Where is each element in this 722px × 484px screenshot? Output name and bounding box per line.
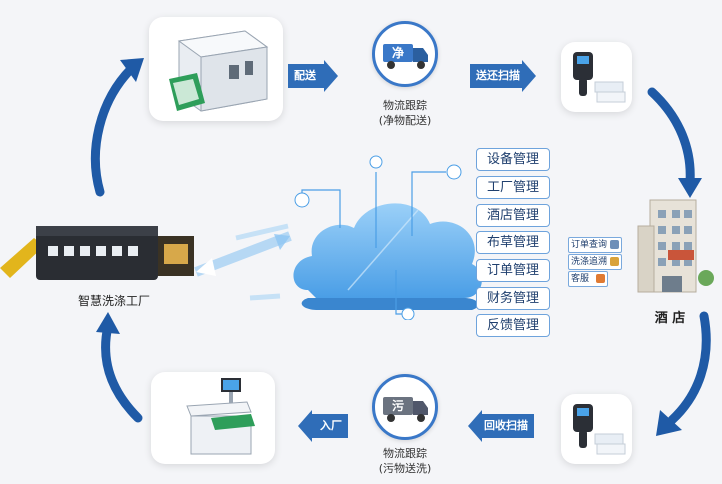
service-icon (596, 274, 605, 283)
dirty-truck-badge: 污 (372, 374, 438, 440)
mgmt-item-linen: 布草管理 (476, 231, 550, 254)
hotel-building-icon (637, 199, 714, 293)
dirty-caption-line2: (污物送洗) (378, 462, 432, 475)
mgmt-item-feedback: 反馈管理 (476, 314, 550, 337)
clean-truck-badge: 净 (372, 21, 438, 87)
factory-label: 智慧洗涤工厂 (77, 294, 150, 308)
truck-icon (383, 397, 428, 422)
cloud-connectors (294, 155, 462, 320)
clean-badge-text: 净 (392, 46, 405, 60)
monitor-icon (610, 240, 619, 249)
washing-machine-icon (169, 30, 269, 112)
mgmt-item-factory: 工厂管理 (476, 176, 550, 199)
handheld-scanner-icon (573, 404, 626, 455)
scanner-card-top (561, 42, 632, 112)
truck-icon (383, 44, 428, 69)
deliver-tag: 配送 (288, 60, 338, 92)
mgmt-item-equipment: 设备管理 (476, 148, 550, 171)
mgmt-item-finance: 财务管理 (476, 287, 550, 310)
trace-icon (610, 257, 619, 266)
hotel-label: 酒 店 (654, 311, 686, 326)
arrow-scanner-to-hotel (647, 87, 695, 187)
mgmt-item-order: 订单管理 (476, 259, 550, 282)
washing-machine-card (149, 17, 283, 121)
mgmt-item-hotel: 酒店管理 (476, 204, 550, 227)
clean-caption-line2: (净物配送) (378, 114, 432, 127)
dirty-truck-caption: 物流跟踪 (污物送洗) (360, 446, 450, 476)
handheld-scanner-icon (573, 52, 626, 103)
return-scan-tag: 送还扫描 (470, 60, 536, 92)
hotel-tag-customer-service: 客服 (568, 271, 608, 287)
inbound-label: 入厂 (320, 419, 342, 432)
clean-caption-line1: 物流跟踪 (383, 99, 427, 112)
hotel-tag-order-query: 订单查询 (568, 237, 622, 253)
recycle-scan-label: 回收扫描 (484, 419, 528, 432)
hotel-tag-wash-trace: 洗涤追溯 (568, 254, 622, 270)
arrow-bottom-to-factory-head (96, 312, 120, 334)
arrow-scanner-to-hotel-head (678, 178, 702, 198)
deliver-label: 配送 (294, 69, 316, 82)
sorting-machine-card (151, 372, 275, 464)
arrow-bottom-to-factory (101, 321, 143, 423)
dirty-badge-text: 污 (392, 399, 405, 413)
sorting-machine-icon (186, 378, 255, 455)
arrow-factory-to-top-head (120, 58, 144, 82)
dirty-caption-line1: 物流跟踪 (383, 447, 427, 460)
clean-truck-caption: 物流跟踪 (净物配送) (360, 98, 450, 128)
arrow-hotel-to-scanner (667, 311, 711, 425)
recycle-scan-tag: 回收扫描 (468, 410, 534, 442)
scanner-card-bottom (561, 394, 632, 464)
factory-machine-icon (0, 226, 194, 280)
arrow-hotel-to-scanner-head (656, 410, 682, 436)
return-scan-label: 送还扫描 (476, 69, 520, 82)
arrow-factory-to-top (90, 63, 137, 197)
inbound-tag: 入厂 (298, 410, 348, 442)
